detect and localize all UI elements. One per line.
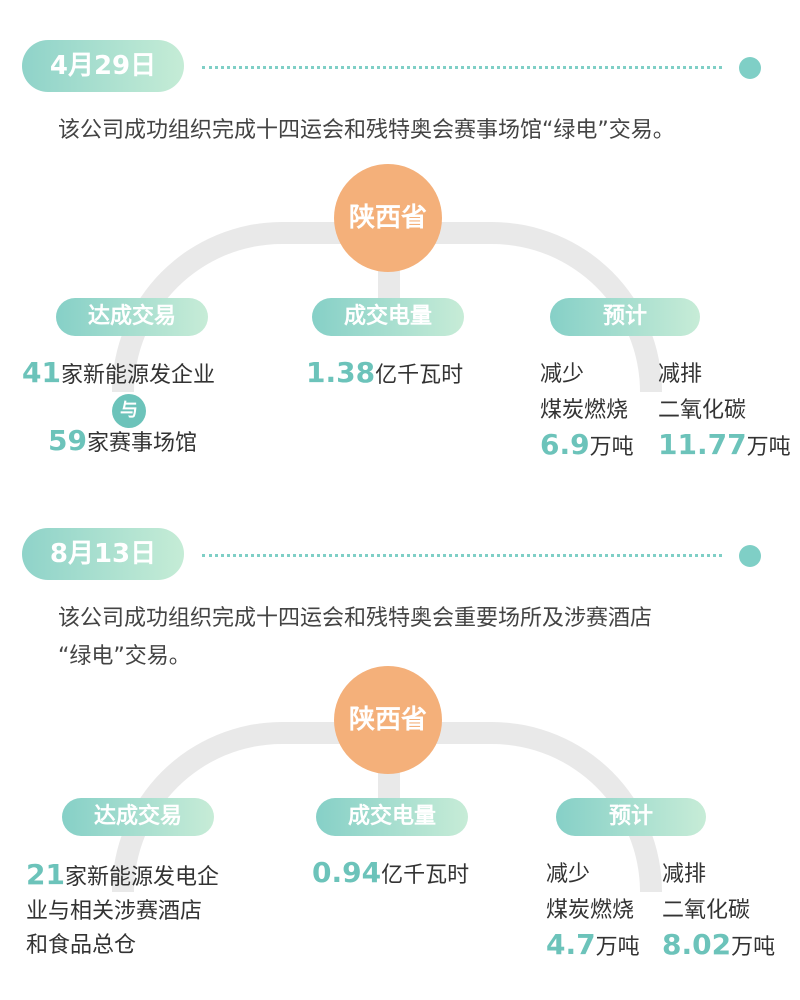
deal-text-1: 家新能源发电企 [64,865,219,890]
dotted-timeline [202,66,722,69]
deal-text-2: 家赛事场馆 [86,431,197,456]
estimate-right-line2: 二氧化碳 [662,898,751,923]
estimate-left-value: 4.7万吨 [546,928,640,961]
deal-text-2: 业与相关涉赛酒店 [26,899,203,924]
volume-value: 1.38亿千瓦时 [306,356,463,389]
deal-count-1: 41 [22,356,61,389]
deal-description-2: 21家新能源发电企 业与相关涉赛酒店 和食品总仓 [26,858,219,963]
category-deal: 达成交易 [56,298,208,336]
province-circle: 陕西省 [334,164,442,272]
event-section-2: 8月13日 该公司成功组织完成十四运会和残特奥会重要场所及涉赛酒店 “绿电”交易… [0,488,800,978]
coal-reduction-unit: 万吨 [595,935,640,960]
category-estimate: 预计 [550,298,700,336]
deal-count-1: 21 [26,858,65,891]
event-description: 该公司成功组织完成十四运会和残特奥会赛事场馆“绿电”交易。 [58,118,675,143]
volume-value-2: 0.94亿千瓦时 [312,856,469,889]
event-description-line1: 该公司成功组织完成十四运会和残特奥会重要场所及涉赛酒店 [58,606,653,631]
estimate-left-value: 6.9万吨 [540,428,634,461]
and-connector: 与 [112,394,146,428]
estimate-left-line2: 煤炭燃烧 [546,898,635,923]
co2-reduction-unit: 万吨 [731,935,776,960]
deal-count-2: 59 [48,424,87,457]
dotted-timeline [202,554,722,557]
connector-stem [378,764,400,804]
province-circle: 陕西省 [334,666,442,774]
volume-unit: 亿千瓦时 [375,363,464,388]
category-deal: 达成交易 [62,798,214,836]
coal-reduction-number: 6.9 [540,428,590,461]
deal-text-1: 家新能源发企业 [60,363,215,388]
co2-reduction-number: 8.02 [662,928,732,961]
estimate-right-line1: 减排 [662,862,707,887]
co2-reduction-unit: 万吨 [746,435,791,460]
estimate-left-line2: 煤炭燃烧 [540,398,629,423]
volume-unit: 亿千瓦时 [381,863,470,888]
estimate-right-line2: 二氧化碳 [658,398,747,423]
estimate-right-value: 11.77万吨 [658,428,791,461]
deal-line-2: 59家赛事场馆 [48,424,197,457]
estimate-right-value: 8.02万吨 [662,928,775,961]
coal-reduction-unit: 万吨 [589,435,634,460]
estimate-left-line1: 减少 [540,362,585,387]
deal-text-3: 和食品总仓 [26,933,137,958]
volume-number: 0.94 [312,856,382,889]
event-description-line2: “绿电”交易。 [58,644,191,669]
coal-reduction-number: 4.7 [546,928,596,961]
date-badge: 8月13日 [22,528,184,580]
estimate-left-line1: 减少 [546,862,591,887]
event-section-1: 4月29日 该公司成功组织完成十四运会和残特奥会赛事场馆“绿电”交易。 陕西省 … [0,0,800,490]
co2-reduction-number: 11.77 [658,428,747,461]
category-estimate: 预计 [556,798,706,836]
timeline-end-dot [739,545,761,567]
estimate-right-line1: 减排 [658,362,703,387]
connector-stem [378,262,400,302]
category-volume: 成交电量 [312,298,464,336]
deal-line-1: 41家新能源发企业 [22,356,215,389]
date-badge: 4月29日 [22,40,184,92]
event-description: 该公司成功组织完成十四运会和残特奥会重要场所及涉赛酒店 “绿电”交易。 [58,600,768,676]
timeline-end-dot [739,57,761,79]
category-volume: 成交电量 [316,798,468,836]
volume-number: 1.38 [306,356,376,389]
